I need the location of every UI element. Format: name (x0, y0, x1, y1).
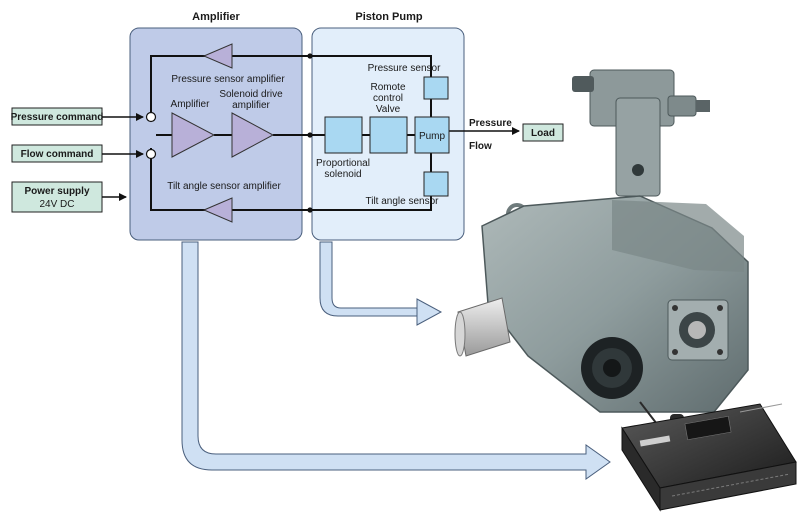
pressure-sensor-label: Pressure sensor (368, 63, 441, 74)
pump-label: Pump (419, 131, 446, 142)
proportional-solenoid-block (324, 116, 363, 154)
amplifier-triangle (171, 112, 216, 158)
remote-control-valve-label-3: Valve (376, 104, 401, 115)
power-supply-label: Power supply (24, 186, 89, 197)
pressure-output-label: Pressure (469, 118, 512, 129)
load-box (522, 123, 564, 142)
amplifier-header: Amplifier (192, 11, 240, 23)
power-supply-box (11, 181, 103, 213)
remote-control-valve-label-1: Romote (370, 82, 405, 93)
pressure-command-label: Pressure command (11, 112, 104, 123)
solenoid-drive-amplifier-triangle (231, 112, 275, 158)
junction-dot (307, 207, 313, 213)
flow-command-label: Flow command (21, 149, 94, 160)
tilt-angle-sensor-label: Tilt angle sensor (366, 196, 440, 207)
pressure-summing-junction (145, 111, 157, 123)
solenoid-drive-amplifier-label-2: amplifier (232, 100, 270, 111)
signal-wiring (150, 55, 432, 211)
load-label: Load (531, 128, 555, 139)
pressure-sensor-amplifier-triangle (202, 43, 233, 69)
piston-pump-image (454, 69, 749, 436)
amplifier-controller-image (621, 403, 797, 512)
remote-control-valve-label-2: control (373, 93, 403, 104)
arrow-to-controller-shape (181, 241, 611, 480)
piston-pump-header: Piston Pump (355, 11, 423, 23)
pump-block (414, 116, 450, 154)
flow-output-label: Flow (469, 141, 492, 152)
remote-control-valve-block (369, 116, 408, 154)
pressure-sensor-amplifier-label: Pressure sensor amplifier (171, 74, 285, 85)
tilt-angle-sensor-amplifier-triangle (202, 197, 233, 223)
flow-summing-junction (145, 148, 157, 160)
power-supply-voltage: 24V DC (39, 199, 74, 210)
proportional-solenoid-label-2: solenoid (324, 169, 361, 180)
junction-dot (307, 132, 313, 138)
solenoid-drive-amplifier-label-1: Solenoid drive (219, 89, 283, 100)
arrow-to-pump (319, 241, 443, 326)
amplifier-label: Amplifier (171, 99, 211, 110)
proportional-solenoid-label-1: Proportional (316, 158, 370, 169)
pressure-sensor-block (423, 76, 449, 100)
tilt-angle-sensor-block (423, 171, 449, 197)
tilt-angle-sensor-amplifier-label: Tilt angle sensor amplifier (167, 181, 281, 192)
junction-dot (307, 53, 313, 59)
